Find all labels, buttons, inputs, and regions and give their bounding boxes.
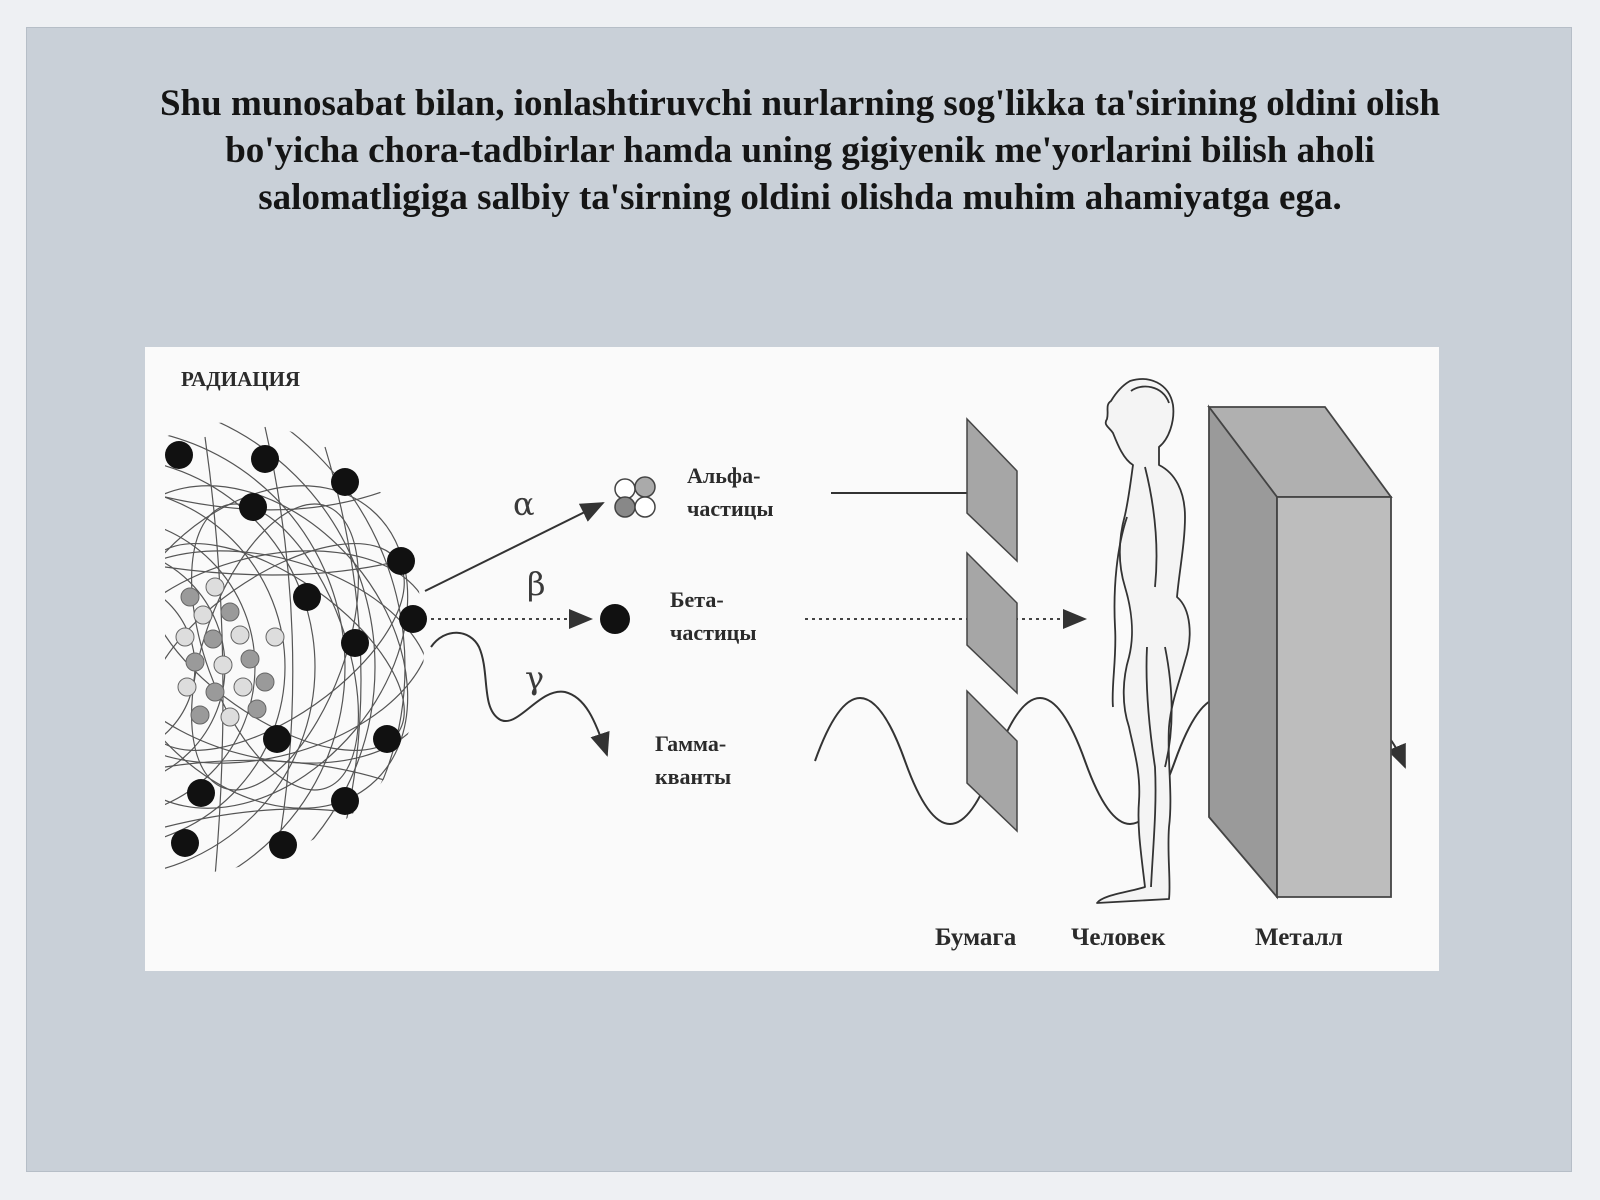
alpha-ray (424, 502, 605, 592)
diagram-title: РАДИАЦИЯ (181, 367, 301, 391)
paper-barrier (966, 417, 1018, 833)
beta-particle (600, 604, 630, 634)
alpha-label: Альфа- частицы (687, 463, 774, 521)
radiation-diagram: РАДИАЦИЯ α β γ Альфа- частицы Бета- част… (145, 347, 1439, 971)
metal-label: Металл (1255, 924, 1343, 951)
human-figure (1096, 378, 1191, 904)
paper-label: Бумага (935, 924, 1017, 951)
gamma-symbol: γ (525, 659, 545, 697)
slide-caption: Shu munosabat bilan, ionlashtiruvchi nur… (159, 83, 1441, 218)
slide: Shu munosabat bilan, ionlashtiruvchi nur… (26, 27, 1572, 1172)
human-label: Человек (1071, 924, 1166, 951)
metal-barrier (1207, 404, 1393, 900)
gamma-label: Гамма- кванты (655, 731, 732, 789)
alpha-particle (614, 476, 656, 518)
beta-label: Бета- частицы (670, 587, 757, 645)
radiation-diagram-graphic (165, 378, 1406, 904)
radiation-source (165, 422, 427, 877)
alpha-symbol: α (513, 485, 535, 523)
gamma-ray (430, 631, 610, 757)
beta-symbol: β (527, 565, 546, 603)
